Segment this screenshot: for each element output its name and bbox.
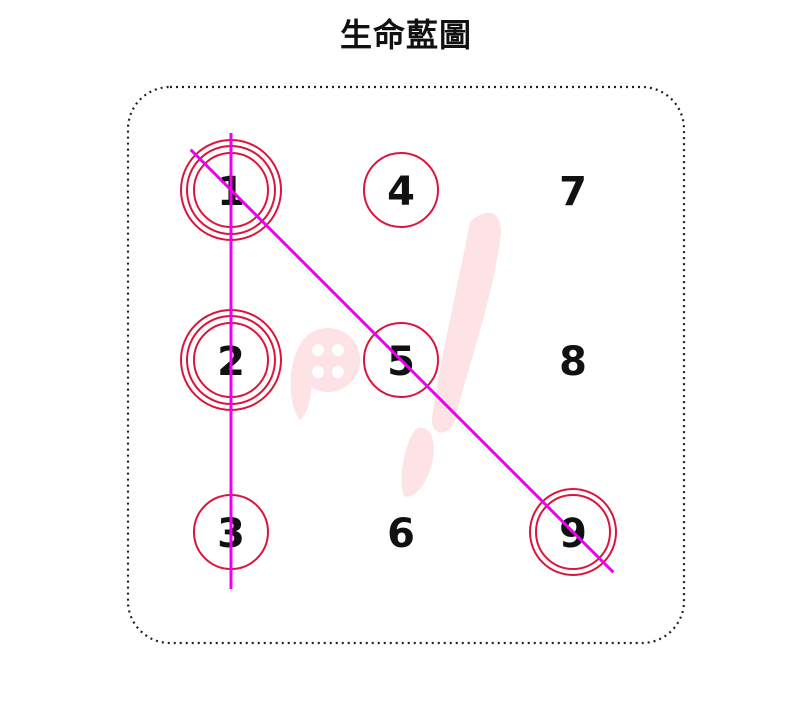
number-9-ring-1 [535, 494, 611, 570]
grid-number-8: 8 [559, 339, 587, 385]
line-1-to-9 [189, 148, 615, 574]
grid-number-6: 6 [387, 511, 415, 557]
number-5-ring-1 [363, 322, 439, 398]
lines-layer [189, 133, 615, 589]
grid-frame [126, 85, 686, 645]
grid-number-7: 7 [559, 169, 587, 215]
diagram-title: 生命藍圖 [339, 16, 472, 54]
grid-number-4: 4 [387, 169, 415, 215]
watermark-logo [290, 212, 501, 497]
number-9-ring-2 [529, 488, 617, 576]
number-4-ring-1 [363, 152, 439, 228]
